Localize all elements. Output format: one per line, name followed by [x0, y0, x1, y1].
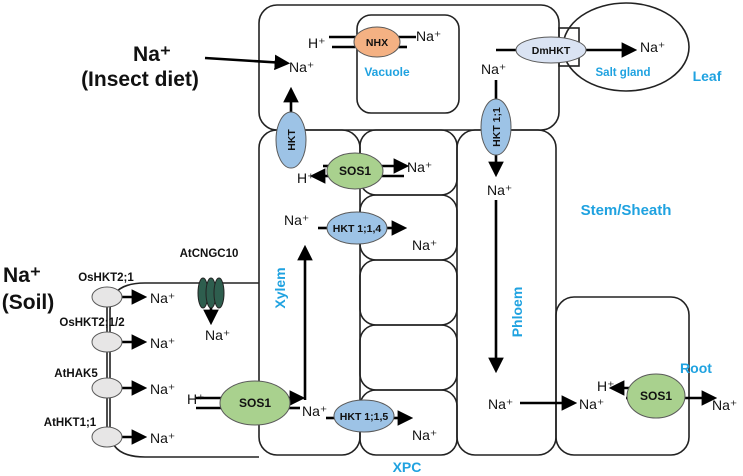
- hkt11-transporter: [480, 98, 512, 156]
- na-ion-xylem: Na⁺: [284, 212, 309, 228]
- stem-sheath-label: Stem/Sheath: [581, 202, 672, 219]
- insect-na-label: Na⁺: [133, 43, 171, 66]
- hkt114-label: HKT 1;1,4: [333, 223, 382, 235]
- hkt-leaf-transporter: [275, 111, 307, 169]
- sos1-right-label: SOS1: [640, 389, 672, 403]
- salt-gland-label: Salt gland: [596, 67, 651, 79]
- vacuole: [356, 14, 460, 114]
- athak5-transporter: [91, 377, 123, 399]
- na-ion-oshkt21: Na⁺: [150, 290, 175, 306]
- hkt115-transporter: [333, 399, 395, 433]
- hkt115-label: HKT 1;1,5: [340, 411, 389, 423]
- xpc-cell-4: [359, 324, 458, 391]
- nhx-transporter: [353, 26, 401, 58]
- xpc-label: XPC: [393, 459, 422, 475]
- oshkt21-transporter: [91, 286, 123, 308]
- na-ion-vacuole: Na⁺: [416, 28, 441, 44]
- nhx-label: NHX: [366, 37, 388, 49]
- athkt11-label: AtHKT1;1: [44, 417, 97, 429]
- sos1-xpc-transporter: [326, 152, 384, 190]
- labels: Na⁺ (Insect diet) Na⁺ (Soil) Leaf Stem/S…: [2, 28, 738, 475]
- transporters: NHX DmHKT HKT HKT 1;1 SOS1 HKT 1;1,4 SOS…: [91, 26, 686, 448]
- na-ion-root-out: Na⁺: [712, 397, 737, 413]
- sos1-root-transporter: [219, 380, 291, 426]
- vacuole-label: Vacuole: [364, 65, 410, 79]
- root-epidermal-cell: [109, 282, 259, 458]
- atcngc10-channel-right: [213, 277, 225, 309]
- phloem-label: Phloem: [509, 287, 525, 338]
- oshkt21-label: OsHKT2;1: [78, 272, 134, 284]
- na-ion-dmhkt-in: Na⁺: [481, 61, 506, 77]
- oshkt212-transporter: [91, 331, 123, 353]
- h-ion-leaf: H⁺: [308, 35, 326, 51]
- na-ion-leaf: Na⁺: [289, 59, 314, 75]
- dmhkt-label: DmHKT: [532, 45, 571, 57]
- h-ion-root: H⁺: [597, 378, 615, 394]
- na-ion-salt-gland: Na⁺: [640, 39, 665, 55]
- leaf-label: Leaf: [693, 68, 722, 84]
- sos1-root-label: SOS1: [239, 396, 271, 410]
- hkt11-label: HKT 1;1: [491, 107, 503, 147]
- na-ion-root: Na⁺: [579, 396, 604, 412]
- na-ion-phloem-top: Na⁺: [487, 182, 512, 198]
- na-ion-oshkt212: Na⁺: [150, 335, 175, 351]
- athak5-label: AtHAK5: [54, 368, 98, 380]
- atcngc10-label: AtCNGC10: [180, 248, 239, 260]
- root-label: Root: [680, 360, 712, 376]
- h-ion-sos1-root: H⁺: [187, 391, 205, 407]
- na-ion-sos1-xpc: Na⁺: [407, 159, 432, 175]
- cell-outlines: [109, 2, 690, 458]
- insect-diet-arrow: [204, 54, 291, 71]
- soil-na-label: Na⁺: [3, 264, 41, 287]
- hkt114-transporter: [326, 211, 388, 245]
- sos1-xpc-label: SOS1: [339, 164, 371, 178]
- oshkt212-label: OsHKT2;1/2: [59, 317, 124, 329]
- xpc-cell-3: [359, 259, 458, 326]
- soil-label: (Soil): [2, 291, 55, 314]
- na-ion-sos1-root: Na⁺: [302, 403, 327, 419]
- na-ion-hkt114: Na⁺: [412, 237, 437, 253]
- athkt11-transporter: [91, 426, 123, 448]
- root-cell: [555, 296, 690, 456]
- na-ion-atcngc10: Na⁺: [205, 327, 230, 343]
- h-ion-sos1-xpc: H⁺: [297, 170, 315, 186]
- na-ion-hkt115: Na⁺: [412, 427, 437, 443]
- xylem-label: Xylem: [272, 267, 288, 308]
- hkt-leaf-label: HKT: [286, 129, 298, 151]
- na-ion-phloem-bottom: Na⁺: [488, 396, 513, 412]
- dmhkt-transporter: [515, 36, 587, 64]
- insect-diet-label: (Insect diet): [81, 68, 199, 91]
- na-ion-athkt11: Na⁺: [150, 430, 175, 446]
- sos1-right-transporter: [626, 373, 686, 419]
- na-ion-athak5: Na⁺: [150, 381, 175, 397]
- arrows: [106, 35, 718, 445]
